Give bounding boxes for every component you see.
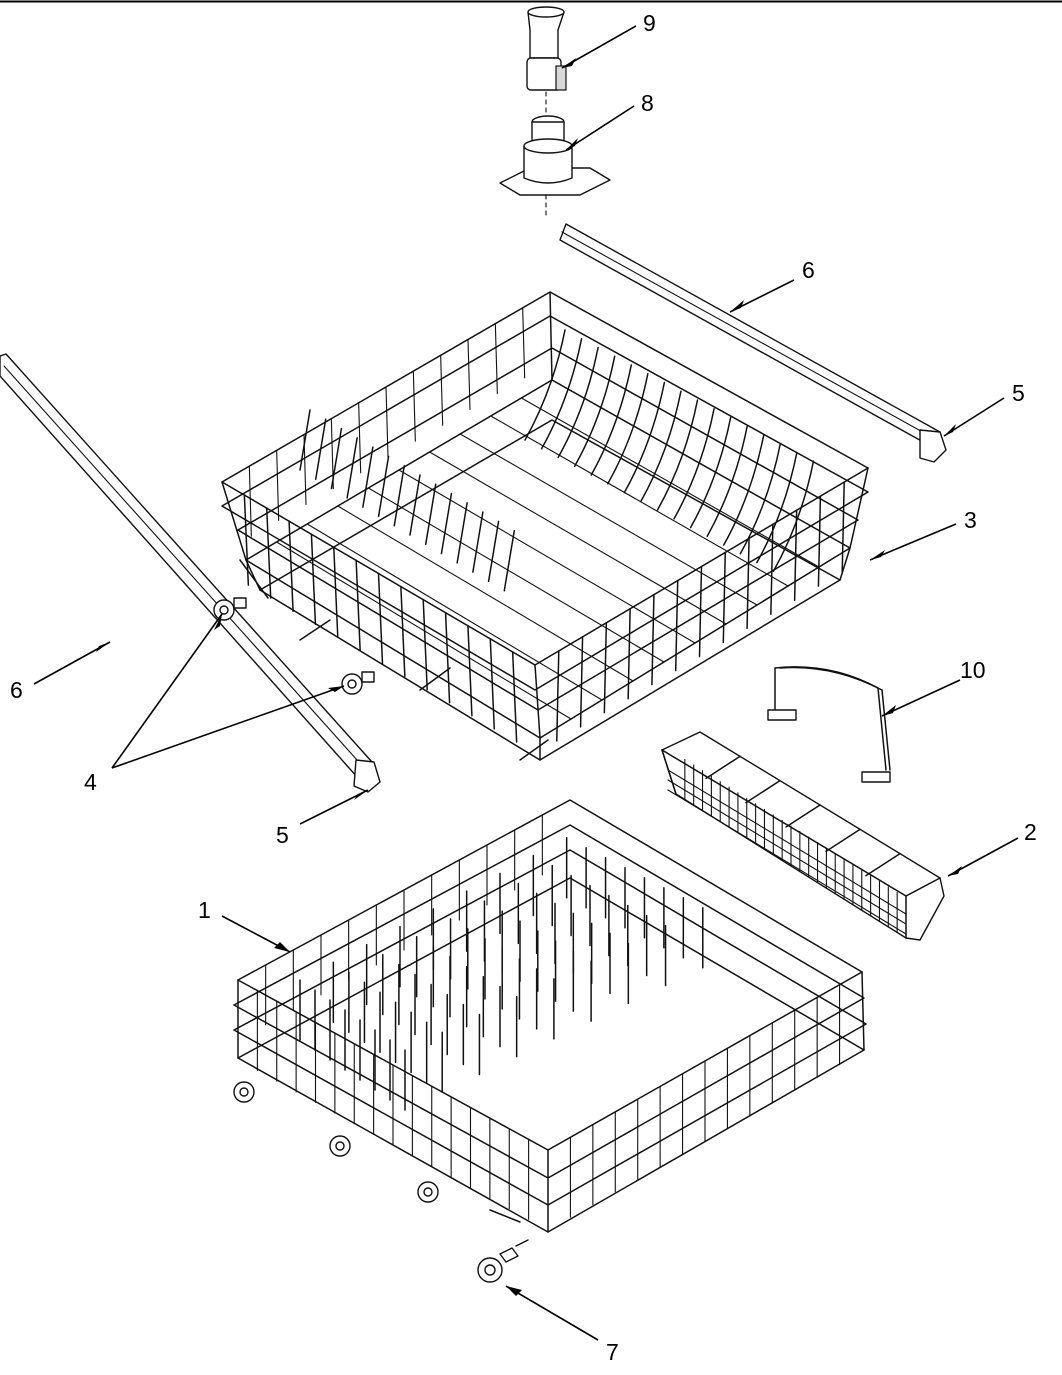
callout-1: 1: [198, 897, 211, 923]
callout-10: 10: [960, 657, 986, 683]
part-7-wheel: [477, 1239, 529, 1283]
part-8-mount: [499, 115, 611, 216]
callout-4: 4: [84, 769, 97, 795]
callout-labels: 9 8 6 5 3 6 4 5 10 2 1 7: [10, 10, 1037, 1365]
part-2-basket: [661, 731, 945, 941]
arrowheads: [96, 58, 962, 1296]
part-3-upper-rack: [221, 291, 869, 761]
part-9-nozzle: [526, 6, 567, 113]
callout-6-right: 6: [802, 257, 815, 283]
callout-8: 8: [641, 90, 654, 116]
callout-3: 3: [964, 507, 977, 533]
leader-lines: [33, 25, 1019, 1341]
callout-5-left: 5: [276, 822, 289, 848]
part-1-lower-rack: [233, 799, 867, 1233]
callout-9: 9: [643, 10, 656, 36]
callout-5-right: 5: [1012, 380, 1025, 406]
callout-6-left: 6: [10, 677, 23, 703]
part-6-rail-left: [0, 353, 381, 793]
part-6-rail-right: [559, 223, 947, 463]
callout-2: 2: [1024, 819, 1037, 845]
part-4-wheels: [213, 597, 375, 695]
part-10-handle: [767, 666, 891, 783]
callout-7: 7: [606, 1339, 619, 1365]
